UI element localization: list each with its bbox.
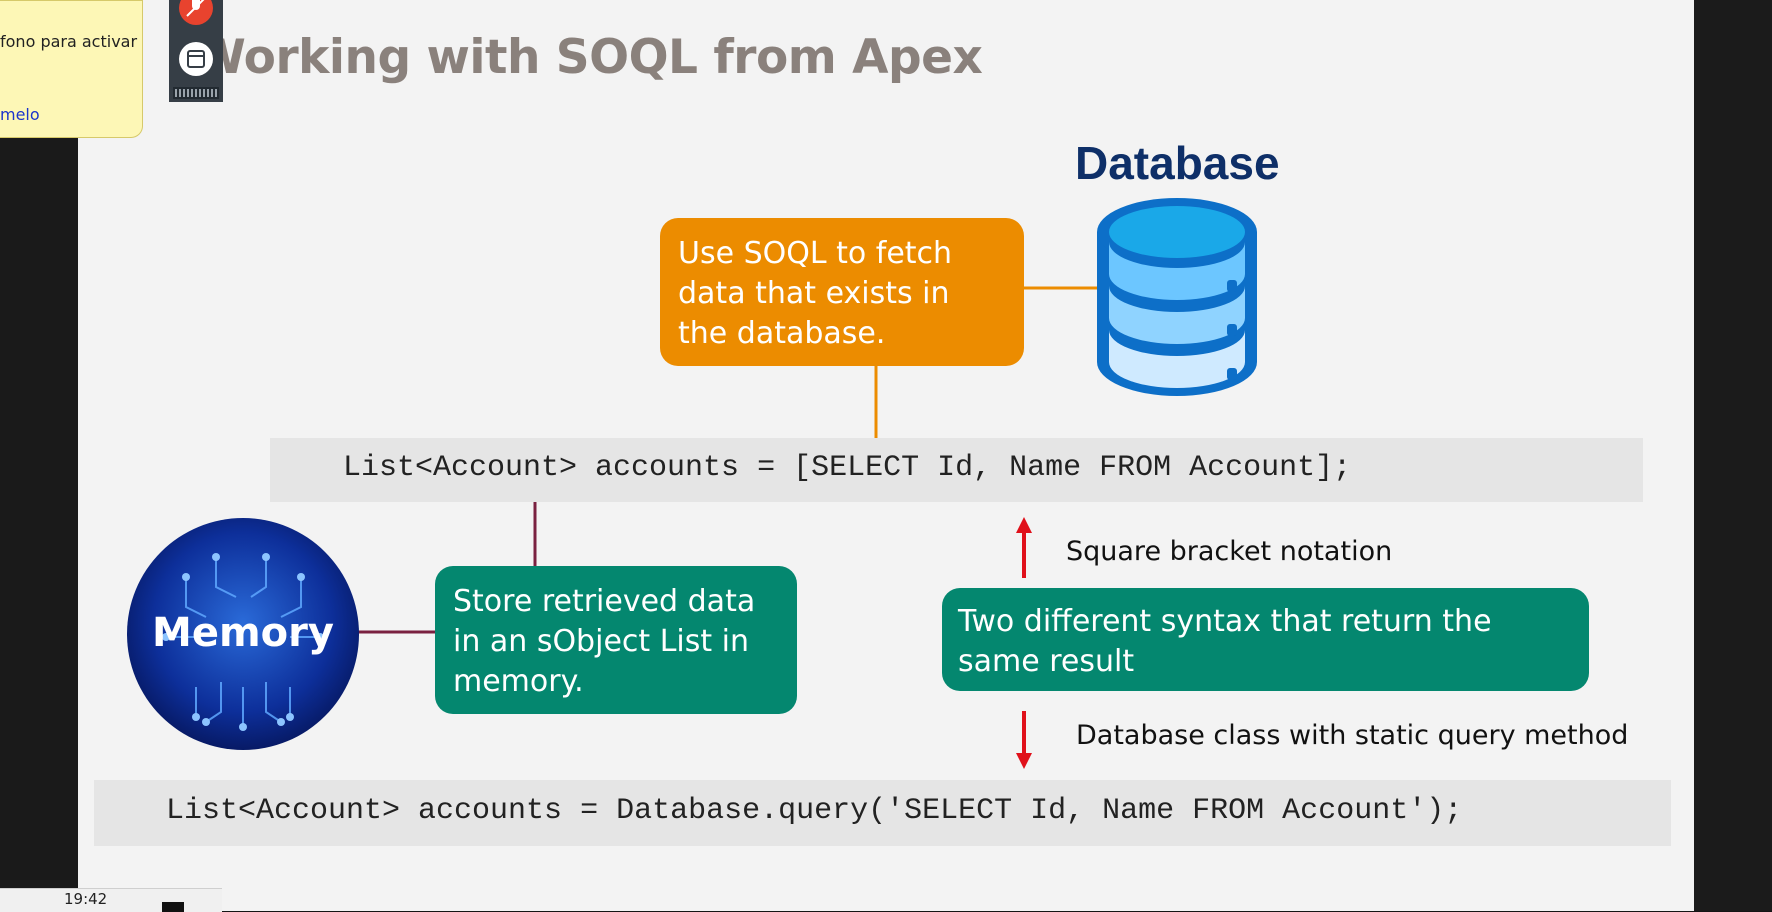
window-icon[interactable] <box>179 42 213 76</box>
microphone-muted-icon[interactable] <box>179 0 213 25</box>
note-database-class: Database class with static query method <box>1076 720 1629 751</box>
drag-handle[interactable] <box>173 87 219 99</box>
callout-store-list: Store retrieved data in an sObject List … <box>435 566 797 714</box>
arrow-down-icon <box>1016 711 1032 769</box>
slide-title: Working with SOQL from Apex <box>194 30 983 85</box>
tooltip-link[interactable]: melo <box>0 105 40 124</box>
memory-label: Memory <box>152 610 334 656</box>
floating-toolbar <box>169 0 223 102</box>
notification-tooltip: fono para activar melo <box>0 0 143 138</box>
code-database-query: List<Account> accounts = Database.query(… <box>94 780 1671 846</box>
tooltip-text: fono para activar <box>0 32 138 51</box>
show-desktop-icon[interactable] <box>162 902 184 912</box>
database-icon <box>1097 198 1257 396</box>
code-inline-soql: List<Account> accounts = [SELECT Id, Nam… <box>270 438 1643 502</box>
callout-two-syntax: Two different syntax that return the sam… <box>942 588 1589 691</box>
presentation-slide: Working with SOQL from Apex Database <box>78 0 1694 911</box>
right-dark-bar <box>1694 0 1772 911</box>
taskbar: 19:42 <box>0 888 222 912</box>
callout-fetch-soql: Use SOQL to fetch data that exists in th… <box>660 218 1024 366</box>
arrow-up-icon <box>1016 517 1032 578</box>
connector-lines <box>356 286 1098 769</box>
database-label: Database <box>1075 137 1280 189</box>
memory-brain-icon: Memory <box>127 518 359 750</box>
left-dark-bar <box>0 0 78 911</box>
note-square-bracket: Square bracket notation <box>1066 536 1393 567</box>
taskbar-clock[interactable]: 19:42 <box>64 890 108 908</box>
